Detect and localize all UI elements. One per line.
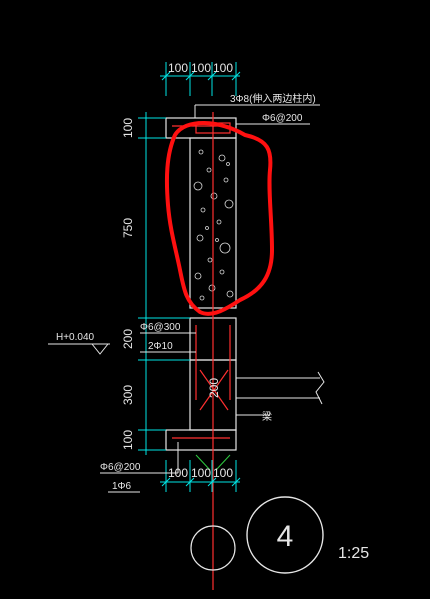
vert-dim-100-bottom: 100 (121, 430, 135, 450)
grid-bubble (190, 525, 236, 571)
annotation-loop (164, 121, 274, 316)
slab-depth-dim: 200 (207, 378, 221, 398)
top-leader-lines (194, 104, 320, 125)
bottom-leader-lines (100, 442, 179, 493)
bottom-stirrup-label: Φ6@200 (100, 462, 141, 473)
bottom-bar-label: 1Φ6 (112, 481, 132, 492)
top-dim-3: 100 (213, 61, 233, 75)
section-number: 4 (277, 520, 294, 553)
concrete-fill (193, 149, 234, 301)
vert-dim-200: 200 (121, 329, 135, 349)
beam-label: 梁 (262, 410, 272, 423)
slab-lines (236, 371, 325, 405)
top-dim-1: 100 (168, 61, 188, 75)
bottom-dimension-chain (160, 460, 241, 492)
section-bubble (246, 496, 324, 574)
top-dimension-chain (160, 62, 241, 96)
bottom-dim-3: 100 (213, 466, 233, 480)
mid-stirrup-label: Φ6@300 (140, 322, 181, 333)
left-dimension-chain (138, 112, 190, 455)
top-stirrup-label: Φ6@200 (262, 113, 303, 124)
wall-outline (165, 117, 237, 451)
scale-label: 1:25 (338, 545, 369, 562)
vert-dim-100-top: 100 (121, 118, 135, 138)
vert-dim-300: 300 (121, 385, 135, 405)
mid-leader-lines (48, 332, 270, 416)
vert-dim-750: 750 (121, 218, 135, 238)
elevation-label: H+0.040 (56, 332, 95, 343)
ground-marks (195, 454, 231, 471)
mid-bars-label: 2Φ10 (148, 341, 173, 352)
top-dim-2: 100 (191, 61, 211, 75)
bottom-dim-2: 100 (191, 466, 211, 480)
top-rebar-label: 3Φ8(伸入两边柱内) (230, 92, 316, 105)
